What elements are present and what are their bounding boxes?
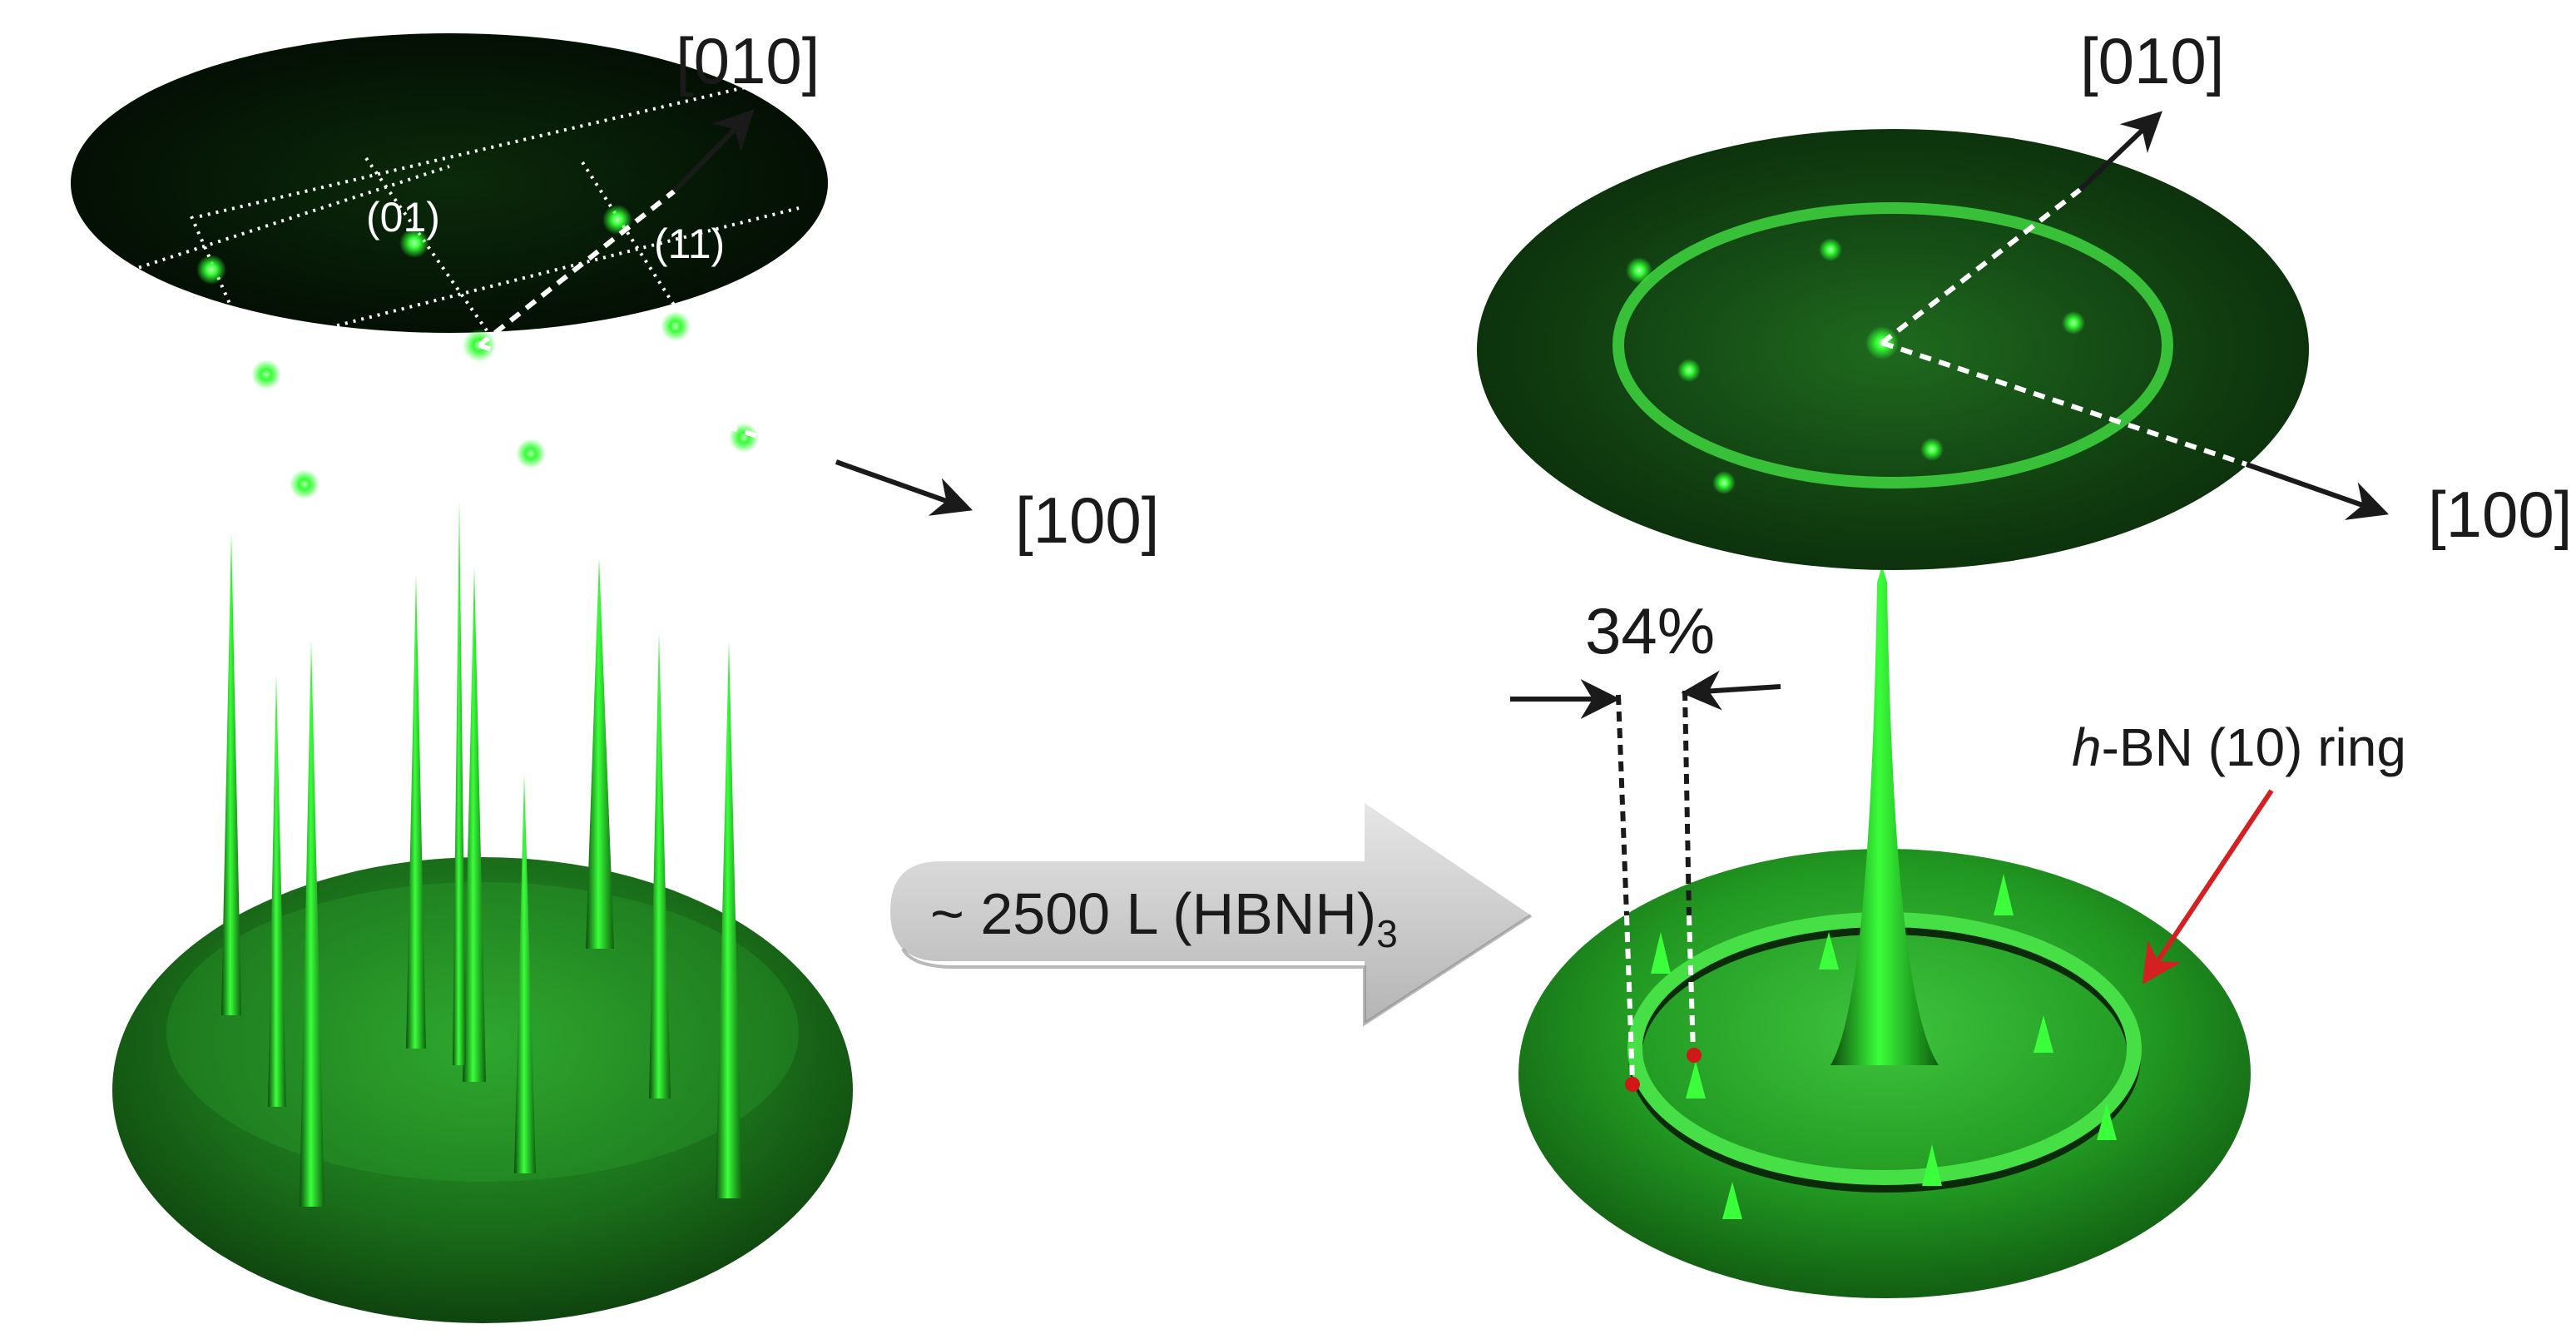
spike [514, 774, 536, 1173]
spike [406, 574, 426, 1049]
process-arrow: ~ 2500 L (HBNH)3 [890, 803, 1533, 1027]
percent-label: 34% [1585, 594, 1715, 667]
ring-label-italic: h [2072, 717, 2102, 777]
left-diffraction-spots [196, 205, 759, 499]
spot-glow [1819, 238, 1842, 261]
spot-glow [1920, 438, 1944, 461]
spike [1994, 874, 2014, 915]
left-axis-label-010: [010] [676, 24, 820, 97]
percent-guide-right-black [1682, 690, 1692, 916]
left-axis-label-100: [100] [1015, 484, 1159, 557]
marker-ring-position [1625, 1077, 1640, 1092]
spike [649, 632, 671, 1099]
right-panel: [010] [100] 34% h-BN (10) ring [1477, 24, 2572, 1298]
left-axis-100-arrow [835, 459, 973, 516]
percent-arrow-right [1681, 670, 1781, 711]
spike [716, 641, 742, 1198]
right-axis-100-dashed [1881, 340, 2247, 467]
percent-guide-left-black [1616, 694, 1629, 916]
spot-glow [1712, 471, 1736, 494]
spot-glow [516, 439, 546, 469]
right-diffraction-spots [1626, 238, 2085, 494]
left-axis-010-dashed [478, 189, 676, 348]
process-arrow-main: ~ 2500 L (HBNH) [930, 881, 1376, 946]
spot-label-10: (10) [714, 305, 788, 352]
spot-glow [1677, 359, 1701, 382]
spot-glow [1626, 257, 1652, 284]
spot-glow [251, 360, 281, 389]
percent-guide-right-white [1687, 915, 1696, 1054]
spot-label-11: (11) [654, 221, 725, 267]
spike [2034, 1015, 2053, 1053]
spot-label-01: (01) [366, 194, 440, 241]
process-arrow-shape [890, 803, 1531, 1024]
spot-glow [2062, 311, 2085, 335]
process-arrow-subscript: 3 [1376, 912, 1398, 955]
spike [1819, 932, 1839, 970]
ring-pointer-arrow [2142, 789, 2274, 984]
right-leed-ring [1612, 202, 2173, 489]
right-axis-100-arrow [2246, 462, 2390, 520]
right-small-spikes [1651, 874, 2117, 1219]
process-arrow-text: ~ 2500 L (HBNH)3 [930, 881, 1398, 955]
marker-spot-position [1687, 1048, 1702, 1063]
left-panel: (01) (11) (10) (00) [010] [100] [71, 24, 1159, 1323]
spike [221, 533, 241, 1015]
spike [1922, 1144, 1942, 1186]
spike [300, 641, 324, 1207]
spike [2097, 1103, 2117, 1140]
left-peak-spikes [221, 499, 742, 1207]
ring-label-rest: -BN (10) ring [2102, 717, 2406, 777]
spike [1651, 932, 1671, 974]
spike [1722, 1182, 1742, 1219]
right-axis-010-dashed [1880, 187, 2082, 345]
spike [586, 558, 614, 949]
left-axis-010-arrow [671, 109, 755, 194]
spike [453, 499, 466, 1065]
left-base-surface [112, 857, 853, 1323]
process-arrow-shadow [901, 914, 1533, 1027]
ring-label: h-BN (10) ring [2072, 717, 2406, 777]
spot-glow [196, 255, 226, 285]
right-axis-label-010: [010] [2080, 24, 2224, 97]
spot-glow [290, 469, 320, 499]
spike [463, 566, 486, 1082]
right-central-spike [1830, 566, 1939, 1065]
spot-glow [661, 311, 691, 341]
percent-guide-left-white [1624, 915, 1635, 1083]
left-axis-100-dashed [478, 343, 837, 464]
spike [268, 674, 286, 1107]
left-leed-disk [71, 33, 828, 333]
spot-label-00: (00) [363, 354, 437, 400]
right-axis-label-100: [100] [2428, 478, 2572, 551]
spot-glow [399, 228, 429, 258]
right-axis-010-arrow [2078, 111, 2162, 192]
spike [1686, 1061, 1706, 1099]
